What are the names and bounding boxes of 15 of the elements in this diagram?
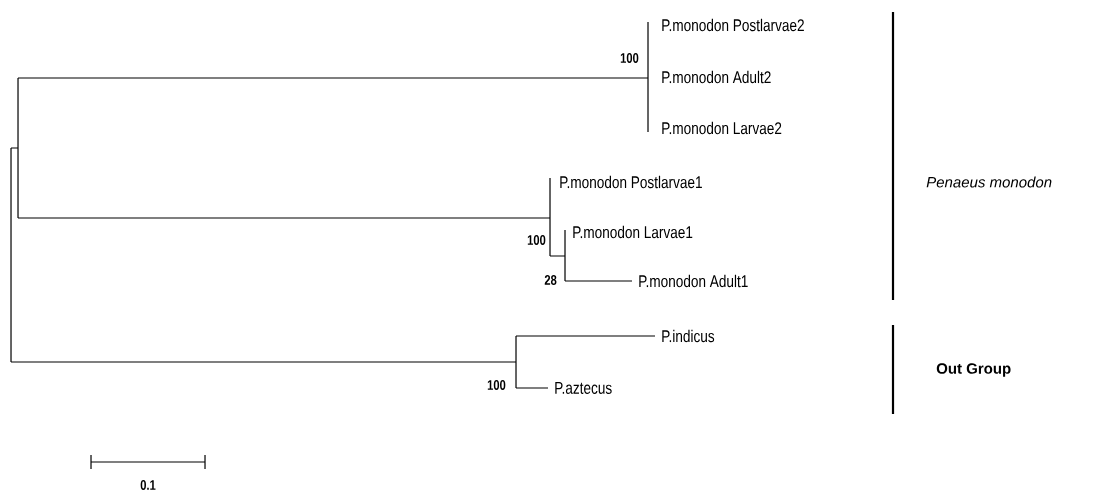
taxon-label: P.aztecus xyxy=(555,382,612,394)
clade-label: Out Group xyxy=(936,363,1011,377)
taxon-label: P.monodon Postlarvae2 xyxy=(662,18,804,32)
bootstrap-value: 100 xyxy=(620,53,639,63)
taxon-label: P.monodon Adult1 xyxy=(639,274,748,288)
taxon-label: P.monodon Larvae1 xyxy=(573,225,693,239)
taxon-label: P.indicus xyxy=(662,329,715,343)
clade-label: Penaeus monodon xyxy=(926,176,1052,188)
bootstrap-value: 28 xyxy=(544,275,557,285)
bootstrap-value: 100 xyxy=(487,380,506,390)
taxon-label: P.monodon Postlarvae1 xyxy=(560,175,702,189)
bootstrap-value: 100 xyxy=(527,235,546,245)
taxon-label: P.monodon Larvae2 xyxy=(662,121,782,135)
taxon-label: P.monodon Adult2 xyxy=(662,70,771,84)
scale-label: 0.1 xyxy=(140,480,156,490)
